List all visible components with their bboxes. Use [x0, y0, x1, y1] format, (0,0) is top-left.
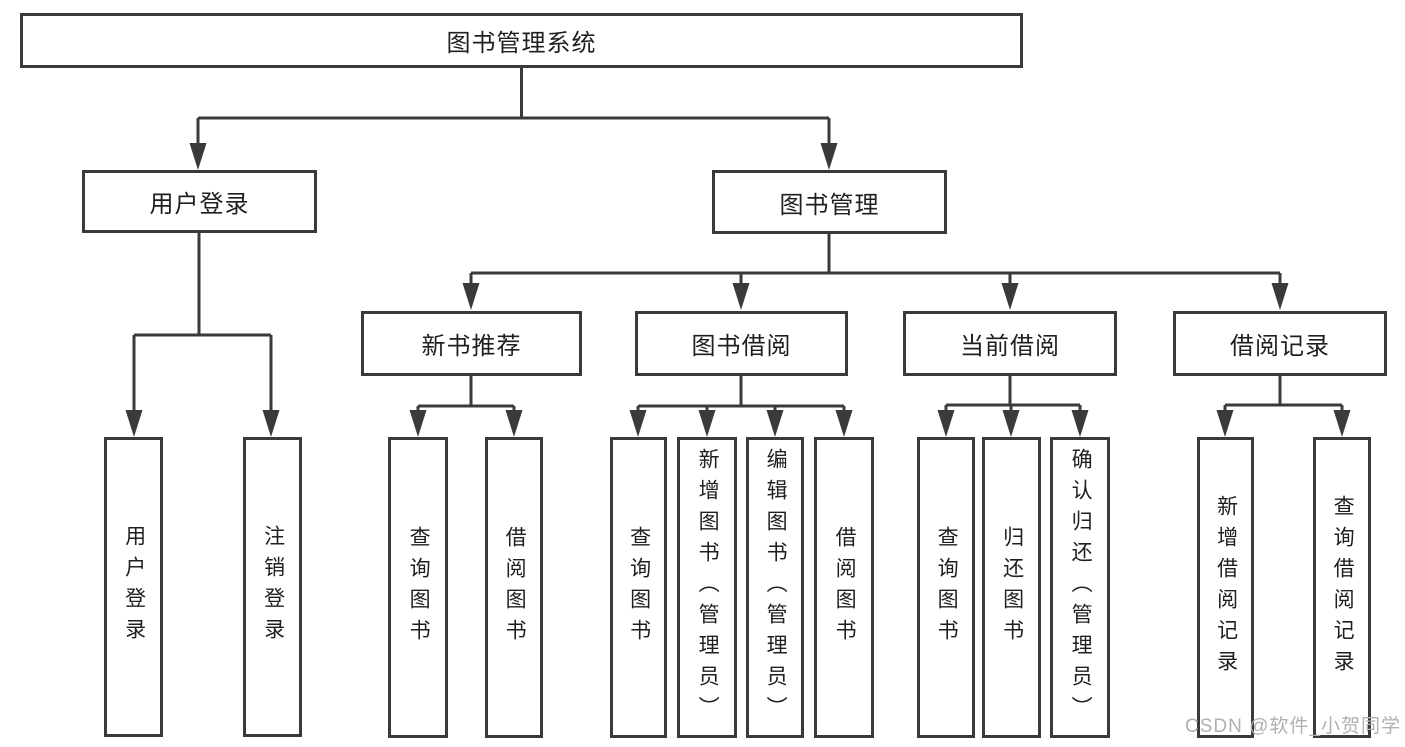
- node-book-management-label: 图书管理: [779, 191, 880, 219]
- node-leaf-logout-label: 注销登录: [261, 525, 285, 649]
- node-new-book-recommend-label: 新书推荐: [421, 333, 522, 360]
- node-br-query-record: 查询借阅记录: [1313, 437, 1371, 738]
- node-root-label: 图书管理系统: [446, 30, 597, 57]
- node-bb-borrow-book-label: 借阅图书: [833, 525, 857, 650]
- node-root: 图书管理系统: [20, 13, 1023, 68]
- node-br-add-record: 新增借阅记录: [1197, 437, 1254, 738]
- node-cb-query-book: 查询图书: [917, 437, 975, 738]
- node-rec-borrow-book-label: 借阅图书: [503, 525, 527, 650]
- node-cb-return-book: 归还图书: [982, 437, 1041, 738]
- csdn-watermark: CSDN @软件_小贺同学: [1185, 716, 1401, 737]
- node-borrowing-records-label: 借阅记录: [1230, 333, 1330, 360]
- node-book-management: 图书管理: [712, 170, 947, 234]
- node-leaf-user-login-label: 用户登录: [122, 525, 146, 649]
- node-cb-return-book-label: 归还图书: [1000, 525, 1024, 650]
- node-rec-borrow-book: 借阅图书: [485, 437, 543, 738]
- node-bb-borrow-book: 借阅图书: [814, 437, 874, 738]
- node-bb-query-book: 查询图书: [610, 437, 667, 738]
- node-bb-edit-book-admin-label: 编辑图书（管理员）: [764, 448, 788, 727]
- node-current-borrowing-label: 当前借阅: [960, 333, 1060, 360]
- node-bb-query-book-label: 查询图书: [627, 525, 651, 650]
- node-bb-add-book-admin-label: 新增图书（管理员）: [696, 448, 720, 727]
- node-leaf-logout: 注销登录: [243, 437, 302, 737]
- node-book-borrowing-label: 图书借阅: [691, 333, 792, 360]
- node-leaf-user-login: 用户登录: [104, 437, 163, 737]
- node-br-query-record-label: 查询借阅记录: [1331, 494, 1355, 681]
- node-cb-confirm-return-admin-label: 确认归还（管理员）: [1069, 448, 1093, 727]
- node-current-borrowing: 当前借阅: [903, 311, 1117, 376]
- node-book-borrowing: 图书借阅: [635, 311, 848, 376]
- node-br-add-record-label: 新增借阅记录: [1214, 494, 1238, 681]
- node-borrowing-records: 借阅记录: [1173, 311, 1387, 376]
- node-user-login-label: 用户登录: [149, 191, 250, 218]
- node-cb-confirm-return-admin: 确认归还（管理员）: [1050, 437, 1110, 738]
- node-new-book-recommend: 新书推荐: [361, 311, 582, 376]
- node-bb-edit-book-admin: 编辑图书（管理员）: [746, 437, 804, 738]
- node-cb-query-book-label: 查询图书: [935, 525, 959, 650]
- node-user-login: 用户登录: [82, 170, 317, 233]
- node-bb-add-book-admin: 新增图书（管理员）: [677, 437, 737, 738]
- node-rec-query-book: 查询图书: [388, 437, 448, 738]
- node-rec-query-book-label: 查询图书: [407, 525, 431, 650]
- arrowhead-icons: [125, 143, 1351, 437]
